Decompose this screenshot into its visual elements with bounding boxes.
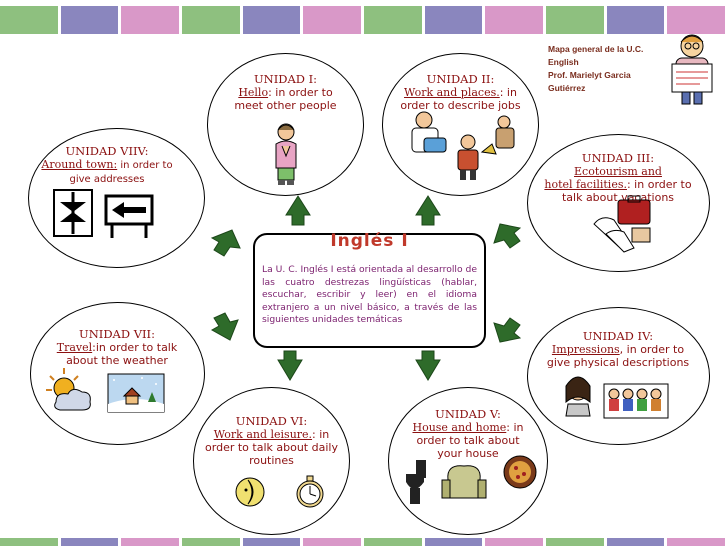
- unit-8-desc-2: give addresses: [69, 174, 145, 185]
- direction-signs-icon: [53, 189, 154, 238]
- arrow-up-right: [415, 195, 441, 226]
- credit-line-2: Prof. Marielyt Garcia Gutiérrez: [548, 70, 631, 93]
- unit-3-topic-1: Ecotourism and: [574, 165, 662, 178]
- stripe-segment: [0, 6, 58, 34]
- stripe-segment: [121, 538, 180, 546]
- unit-4-title: UNIDAD IV:: [582, 329, 654, 343]
- credit-line-1: Mapa general de la U.C. English: [548, 44, 644, 67]
- unit-6-desc-2: order to talk about daily: [205, 441, 338, 454]
- teacher-certificate-icon: [671, 34, 713, 105]
- arrow-up-left: [285, 195, 311, 226]
- unit-7-title: UNIDAD VII:: [79, 327, 155, 341]
- doctor-and-worker-icon: [411, 111, 515, 180]
- unit-6-desc-1: : in: [312, 428, 330, 441]
- arrow-down-left: [277, 350, 303, 381]
- center-title: Inglés I: [330, 231, 409, 251]
- unit-7-desc-2: about the weather: [66, 354, 168, 367]
- unit-8-title: UNIDAD VIIV:: [65, 144, 149, 158]
- unit-3-topic-2: hotel facilities.: [544, 178, 627, 191]
- unit-3-desc-1: : in order to: [626, 178, 692, 191]
- unit-2-text: UNIDAD II: Work and places.: in order to…: [392, 72, 529, 113]
- stripe-segment: [242, 6, 301, 34]
- person-praying-icon: [275, 123, 297, 185]
- gloves-suitcase-icon: [593, 195, 651, 253]
- unit-3-title: UNIDAD III:: [581, 151, 655, 165]
- arrow-right-diagonal: [493, 317, 522, 343]
- stripe-segment: [182, 538, 240, 546]
- center-box: [253, 233, 486, 348]
- center-description: La U. C. Inglés I está orientada al desa…: [262, 264, 477, 326]
- unit-6-topic: Work and leisure.: [213, 428, 313, 441]
- bottom-stripe: [0, 538, 728, 546]
- stripe-segment: [667, 538, 726, 546]
- weather-icons: [46, 368, 165, 413]
- unit-2-desc-2: order to describe jobs: [400, 99, 521, 112]
- stripe-segment: [485, 6, 544, 34]
- stripe-segment: [667, 6, 726, 34]
- unit-1-text: UNIDAD I: Hello: in order to meet other …: [222, 72, 349, 113]
- unit-5-desc-2: order to talk about: [416, 434, 520, 447]
- stripe-segment: [364, 6, 422, 34]
- unit-7-topic: Travel: [56, 341, 93, 354]
- stripe-segment: [121, 6, 180, 34]
- unit-5-title: UNIDAD V:: [435, 407, 501, 421]
- stripe-segment: [60, 6, 119, 34]
- stripe-segment: [364, 538, 422, 546]
- unit-5-topic: House and home: [412, 421, 507, 434]
- unit-6-text: UNIDAD VI: Work and leisure.: in order t…: [200, 414, 343, 468]
- unit-4-desc-2: give physical descriptions: [546, 356, 690, 369]
- stripe-segment: [303, 6, 362, 34]
- unit-8-topic: Around town:: [41, 158, 118, 171]
- unit-2-topic: Work and places.: [404, 86, 500, 99]
- arrow-left-down-diagonal: [210, 312, 239, 341]
- unit-6-bubble: [193, 387, 350, 535]
- stripe-segment: [303, 538, 362, 546]
- top-stripe: [0, 6, 728, 34]
- unit-5-desc-1: : in: [506, 421, 524, 434]
- credit: Mapa general de la U.C. English Prof. Ma…: [548, 43, 660, 95]
- unit-4-text: UNIDAD IV: Impressions, in order to give…: [533, 329, 703, 370]
- unit-6-title: UNIDAD VI:: [235, 414, 308, 428]
- unit-8-desc-1: in order to: [117, 160, 173, 171]
- unit-7-text: UNIDAD VII: Travel:in order to talk abou…: [36, 327, 198, 368]
- unit-5-text: UNIDAD V: House and home: in order to ta…: [400, 407, 536, 461]
- stripe-segment: [424, 538, 483, 546]
- unit-1-desc-1: : in order to: [268, 86, 333, 99]
- arrow-up-right-diagonal: [493, 223, 522, 249]
- stripe-segment: [546, 6, 604, 34]
- arrow-left-up-diagonal: [210, 229, 241, 257]
- toilet-armchair-pizza-icon: [406, 455, 537, 504]
- unit-1-desc-2: meet other people: [234, 99, 337, 112]
- unit-2-title: UNIDAD II:: [426, 72, 495, 86]
- unit-4-bubble: [527, 307, 710, 445]
- stripe-segment: [546, 538, 604, 546]
- arrow-down-right: [415, 350, 441, 381]
- family-portraits-icon: [565, 376, 669, 419]
- unit-5-desc-3: your house: [437, 447, 499, 460]
- unit-4-topic: Impressions: [551, 343, 620, 356]
- stripe-segment: [60, 538, 119, 546]
- stripe-segment: [606, 6, 665, 34]
- unit-4-desc-1: , in order to: [619, 343, 685, 356]
- stripe-segment: [242, 538, 301, 546]
- unit-8-text: UNIDAD VIIV: Around town: in order to gi…: [32, 145, 182, 186]
- unit-2-desc-1: : in: [499, 86, 517, 99]
- stripe-segment: [0, 538, 58, 546]
- stripe-segment: [424, 6, 483, 34]
- sun-moon-stopwatch-icon: [235, 475, 324, 508]
- unit-1-topic: Hello: [238, 86, 269, 99]
- unit-7-desc-1: :in order to talk: [92, 341, 178, 354]
- unit-1-title: UNIDAD I:: [253, 72, 318, 86]
- unit-6-desc-3: routines: [249, 454, 294, 467]
- stripe-segment: [606, 538, 665, 546]
- stripe-segment: [485, 538, 544, 546]
- stripe-segment: [182, 6, 240, 34]
